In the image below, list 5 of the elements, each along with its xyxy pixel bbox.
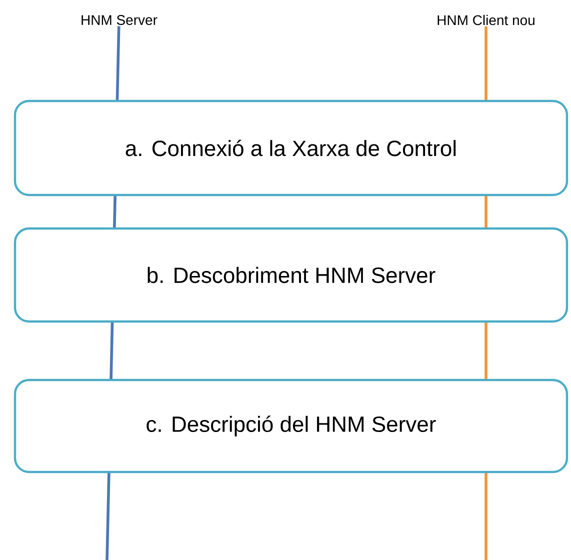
process-box: b. Descobriment HNM Server	[14, 227, 568, 323]
lifeline-label: HNM Client nou	[438, 14, 534, 26]
process-box: c. Descripció del HNM Server	[14, 378, 568, 474]
process-box: a. Connexió a la Xarxa de Control	[14, 100, 568, 196]
lifeline-label: HNM Server	[82, 15, 158, 25]
